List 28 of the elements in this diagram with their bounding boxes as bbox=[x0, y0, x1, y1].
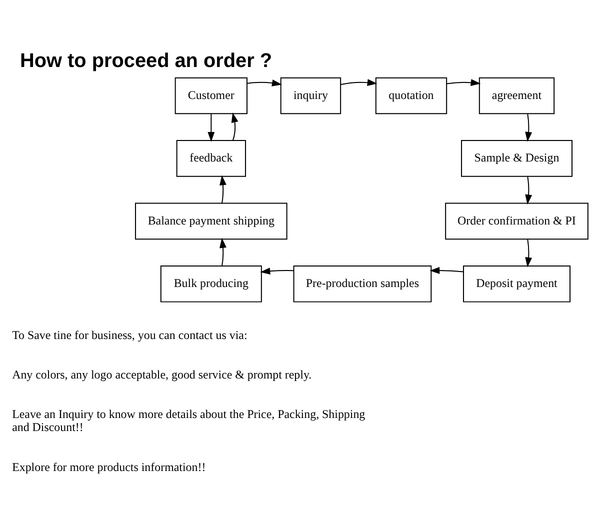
label: To Save tine for business, you can contact us via: bbox=[12, 327, 248, 342]
arrow bbox=[231, 112, 238, 140]
label: Leave an Inquiry to know more details about the Price, Packing, Shipping and Discount!! bbox=[12, 406, 366, 434]
arrow bbox=[340, 78, 378, 86]
node-box: Pre-production samples bbox=[293, 264, 432, 302]
arrow bbox=[220, 237, 226, 266]
arrow bbox=[430, 266, 464, 274]
node-box: Sample & Design bbox=[461, 140, 572, 176]
label: Explore for more products information!! bbox=[12, 460, 206, 474]
node-box: Bulk producing bbox=[160, 264, 262, 302]
node-box: Customer bbox=[174, 76, 248, 114]
node-box: Order confirmation & PI bbox=[445, 202, 588, 240]
arrow bbox=[525, 176, 532, 204]
arrow bbox=[525, 238, 532, 267]
node-box: Balance payment shipping bbox=[135, 202, 288, 240]
label: Any colors, any logo acceptable, good service & prompt reply. bbox=[12, 367, 312, 382]
node-box: agreement bbox=[478, 76, 555, 114]
arrow bbox=[208, 113, 215, 142]
arrow bbox=[446, 78, 481, 86]
diagram-title: How to proceed an order ? bbox=[20, 49, 272, 72]
node-box: inquiry bbox=[280, 76, 342, 114]
arrow bbox=[220, 174, 226, 204]
node-box: Deposit payment bbox=[463, 264, 570, 302]
node-box: feedback bbox=[176, 140, 246, 176]
arrow bbox=[246, 79, 282, 86]
arrow bbox=[260, 267, 294, 274]
arrow bbox=[525, 113, 532, 142]
node-box: quotation bbox=[375, 76, 448, 114]
